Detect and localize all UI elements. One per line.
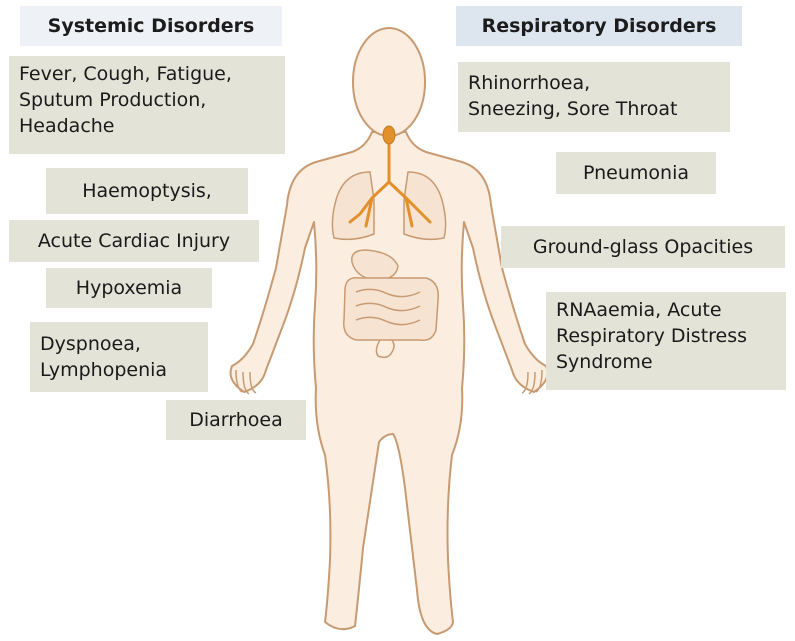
head <box>353 28 425 136</box>
symptom-box-dyspnoea: Dyspnoea, Lymphopenia <box>30 322 208 392</box>
symptom-box-fever-cough: Fever, Cough, Fatigue, Sputum Production… <box>9 56 285 154</box>
symptom-box-pneumonia: Pneumonia <box>556 152 716 194</box>
symptom-box-cardiac-injury: Acute Cardiac Injury <box>9 220 259 262</box>
symptom-box-ground-glass: Ground-glass Opacities <box>501 226 785 268</box>
body-silhouette <box>231 132 548 634</box>
symptom-box-rhinorrhoea: Rhinorrhoea, Sneezing, Sore Throat <box>458 62 730 132</box>
symptom-box-rnaaemia-ards: RNAaemia, Acute Respiratory Distress Syn… <box>546 292 786 390</box>
symptom-box-hypoxemia: Hypoxemia <box>46 268 212 308</box>
symptom-box-diarrhoea: Diarrhoea <box>166 400 306 440</box>
respiratory-disorders-header: Respiratory Disorders <box>456 6 742 46</box>
symptom-box-haemoptysis: Haemoptysis, <box>46 168 248 214</box>
larynx <box>383 126 395 144</box>
systemic-disorders-header: Systemic Disorders <box>20 6 282 46</box>
